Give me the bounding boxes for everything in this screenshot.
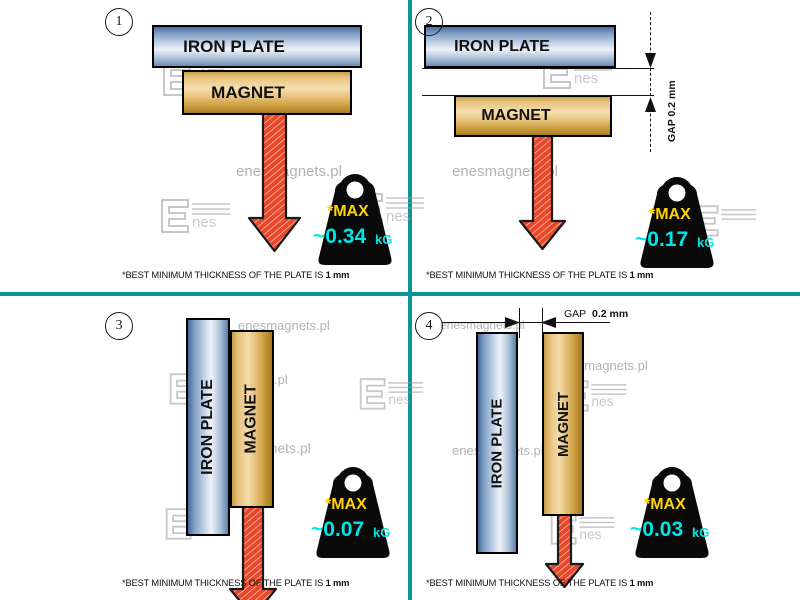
- iron-plate-label: IRON PLATE: [488, 398, 506, 488]
- weight-value: ~0.07: [311, 518, 365, 541]
- gap-label: GAP 0.2 mm: [666, 80, 678, 142]
- panel-footnote: *BEST MINIMUM THICKNESS OF THE PLATE IS …: [426, 270, 653, 280]
- iron-plate-block: IRON PLATE: [476, 332, 518, 554]
- gap-label: GAP 0.2 mm: [564, 308, 628, 320]
- gap-dimension-line: [442, 322, 610, 323]
- panel-3: 3 IRON PLATE MAGNET: [0, 296, 408, 600]
- force-arrow: [225, 499, 281, 600]
- footnote-prefix: *BEST MINIMUM THICKNESS OF THE PLATE IS: [426, 578, 630, 588]
- panel-1: 1 IRON PLATE MAGNET: [0, 0, 408, 292]
- magnet-block: MAGNET: [454, 95, 612, 137]
- footnote-prefix: *BEST MINIMUM THICKNESS OF THE PLATE IS: [122, 578, 326, 588]
- weight-unit: kG: [375, 232, 393, 247]
- iron-plate-block: IRON PLATE: [152, 25, 362, 68]
- magnet-label: MAGNET: [554, 391, 572, 457]
- gap-arrow-right-icon: [540, 316, 561, 334]
- weight-value: ~0.17: [635, 228, 689, 251]
- weight-badge: *MAX ~0.07 kG: [303, 456, 403, 565]
- max-label: *MAX: [325, 496, 367, 513]
- magnet-block: MAGNET: [230, 330, 274, 508]
- weight-badge: *MAX ~0.17 kG: [627, 166, 727, 275]
- footnote-prefix: *BEST MINIMUM THICKNESS OF THE PLATE IS: [426, 270, 630, 280]
- iron-plate-label: IRON PLATE: [183, 36, 285, 56]
- magnet-label: MAGNET: [481, 107, 551, 124]
- gap-arrow-top-icon: [644, 48, 657, 74]
- magnet-block: MAGNET: [542, 332, 584, 516]
- footnote-bold: 1 mm: [325, 578, 350, 588]
- iron-plate-block: IRON PLATE: [186, 318, 230, 536]
- footnote-bold: 1 mm: [629, 270, 654, 280]
- divider-vertical: [408, 0, 412, 600]
- gap-extension-line-bottom: [422, 95, 654, 96]
- force-arrow: [517, 133, 569, 258]
- magnet-block: MAGNET: [182, 70, 352, 115]
- panel-2: 2 IRON PLATE MAGNET GAP 0.2 mm: [412, 0, 800, 292]
- gap-extension-line-left: [519, 308, 520, 338]
- max-label: *MAX: [649, 206, 691, 223]
- gap-dimension-line: [650, 12, 651, 152]
- gap-extension-line-top: [422, 68, 654, 69]
- gap-arrow-bottom-icon: [644, 96, 657, 122]
- divider-horizontal: [0, 292, 800, 296]
- max-label: *MAX: [644, 496, 686, 513]
- max-label: *MAX: [327, 203, 369, 220]
- gap-arrow-left-icon: [500, 316, 521, 334]
- force-arrow: [245, 111, 305, 260]
- gap-word: GAP: [564, 308, 587, 320]
- footnote-bold: 1 mm: [629, 578, 654, 588]
- magnet-label: MAGNET: [243, 384, 261, 454]
- footnote-prefix: *BEST MINIMUM THICKNESS OF THE PLATE IS: [122, 270, 326, 280]
- magnet-label: MAGNET: [211, 82, 285, 102]
- panel-footnote: *BEST MINIMUM THICKNESS OF THE PLATE IS …: [122, 578, 349, 588]
- weight-value: ~0.34: [313, 225, 367, 248]
- panel-number: 1: [105, 8, 133, 36]
- iron-plate-block: IRON PLATE: [424, 25, 616, 68]
- panel-4: 4 IRON PLATE MAGNET GAP 0.2 mm: [412, 296, 800, 600]
- panel-number: 4: [415, 312, 443, 340]
- weight-badge: *MAX ~0.03 kG: [622, 456, 722, 565]
- weight-unit: kG: [692, 525, 710, 540]
- gap-value: 0.2 mm: [592, 308, 629, 320]
- weight-unit: kG: [373, 525, 391, 540]
- weight-unit: kG: [697, 235, 715, 250]
- weight-badge: *MAX ~0.34 kG: [305, 163, 405, 272]
- iron-plate-label: IRON PLATE: [454, 37, 550, 55]
- iron-plate-label: IRON PLATE: [199, 379, 217, 475]
- weight-value: ~0.03: [630, 518, 684, 541]
- panel-footnote: *BEST MINIMUM THICKNESS OF THE PLATE IS …: [426, 578, 653, 588]
- panel-footnote: *BEST MINIMUM THICKNESS OF THE PLATE IS …: [122, 270, 349, 280]
- footnote-bold: 1 mm: [325, 270, 350, 280]
- panel-number: 3: [105, 312, 133, 340]
- panel-number: 2: [415, 8, 443, 36]
